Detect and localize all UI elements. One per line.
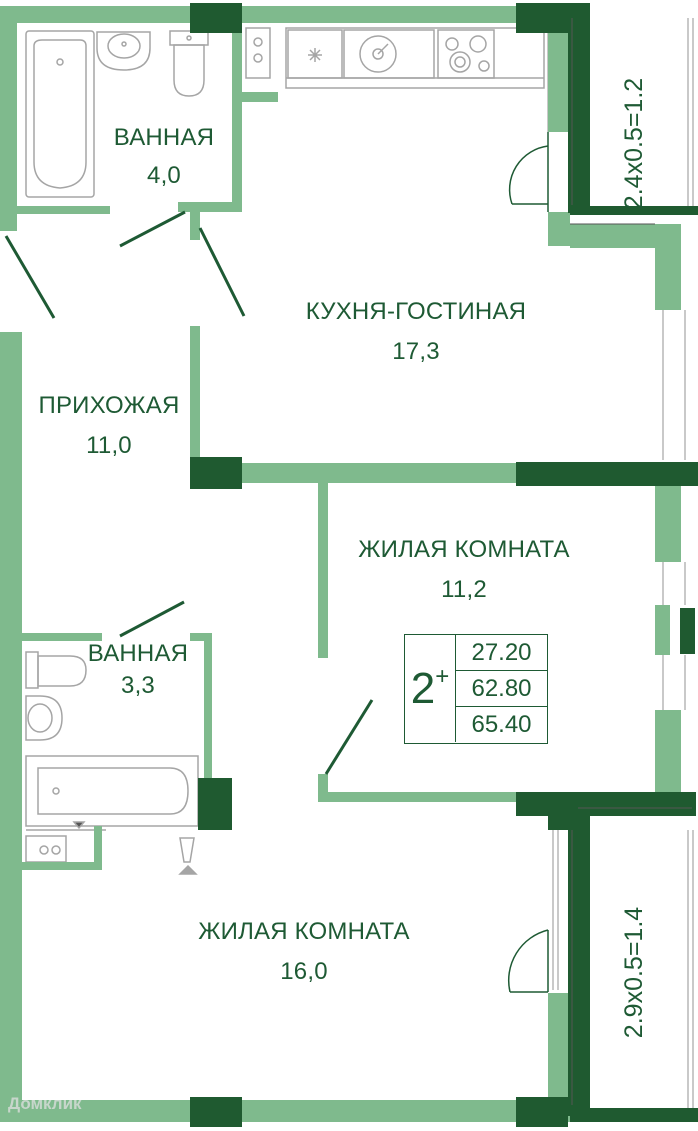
- kitchen-counter: [285, 27, 545, 89]
- room-label-living-mid: ЖИЛАЯ КОМНАТА 11,2: [358, 536, 569, 604]
- room-label-bath-top: ВАННАЯ 4,0: [114, 124, 214, 190]
- room-area: 3,3: [121, 672, 155, 699]
- watermark: Домклик: [8, 1094, 82, 1113]
- total-with-balcony-value: 65.40: [471, 711, 532, 738]
- toilet-bottom: [25, 651, 87, 689]
- bathtub-bottom: [25, 755, 199, 831]
- living-area-value: 27.20: [456, 635, 547, 671]
- balcony-doors: [507, 132, 549, 993]
- room-name: ВАННАЯ: [87, 640, 189, 667]
- room-area: 11,2: [441, 576, 487, 603]
- washing-machine-top: [239, 27, 271, 86]
- room-area: 17,3: [392, 338, 440, 365]
- bathtub-top: [25, 30, 95, 198]
- room-name: КУХНЯ-ГОСТИНАЯ: [305, 298, 527, 325]
- toilet-top: [169, 30, 209, 97]
- room-name: ЖИЛАЯ КОМНАТА: [358, 536, 570, 563]
- type-number: 2: [410, 664, 436, 713]
- balcony-label-bottom: 2.9x0.5=1.4: [619, 906, 648, 1039]
- room-name: ВАННАЯ: [113, 124, 215, 151]
- room-area: 11,0: [86, 432, 132, 459]
- room-label-bath-bottom: ВАННАЯ 3,3: [88, 640, 188, 700]
- room-area: 16,0: [280, 958, 328, 985]
- total-area-value: 62.80: [456, 671, 547, 707]
- sink-bottom: [25, 695, 63, 741]
- sink-top: [96, 31, 151, 71]
- wall-hatching: [570, 18, 692, 1105]
- apartment-type: 2+: [405, 635, 456, 742]
- doors: [4, 210, 374, 775]
- room-label-living-bottom: ЖИЛАЯ КОМНАТА 16,0: [198, 918, 409, 986]
- room-label-hallway: ПРИХОЖАЯ 11,0: [39, 392, 180, 460]
- balcony-glazing: [547, 18, 694, 1112]
- room-area: 4,0: [147, 162, 181, 189]
- walls-light: [0, 6, 681, 1122]
- room-name: ЖИЛАЯ КОМНАТА: [198, 918, 410, 945]
- type-suffix: +: [435, 663, 450, 690]
- apartment-summary: 2+ 27.20 62.80 65.40: [404, 634, 548, 744]
- room-name: ПРИХОЖАЯ: [38, 392, 180, 419]
- room-label-kitchen-living: КУХНЯ-ГОСТИНАЯ 17,3: [306, 298, 526, 366]
- balcony-label-top: 2.4x0.5=1.2: [619, 77, 648, 210]
- walls-dark: [190, 3, 698, 1127]
